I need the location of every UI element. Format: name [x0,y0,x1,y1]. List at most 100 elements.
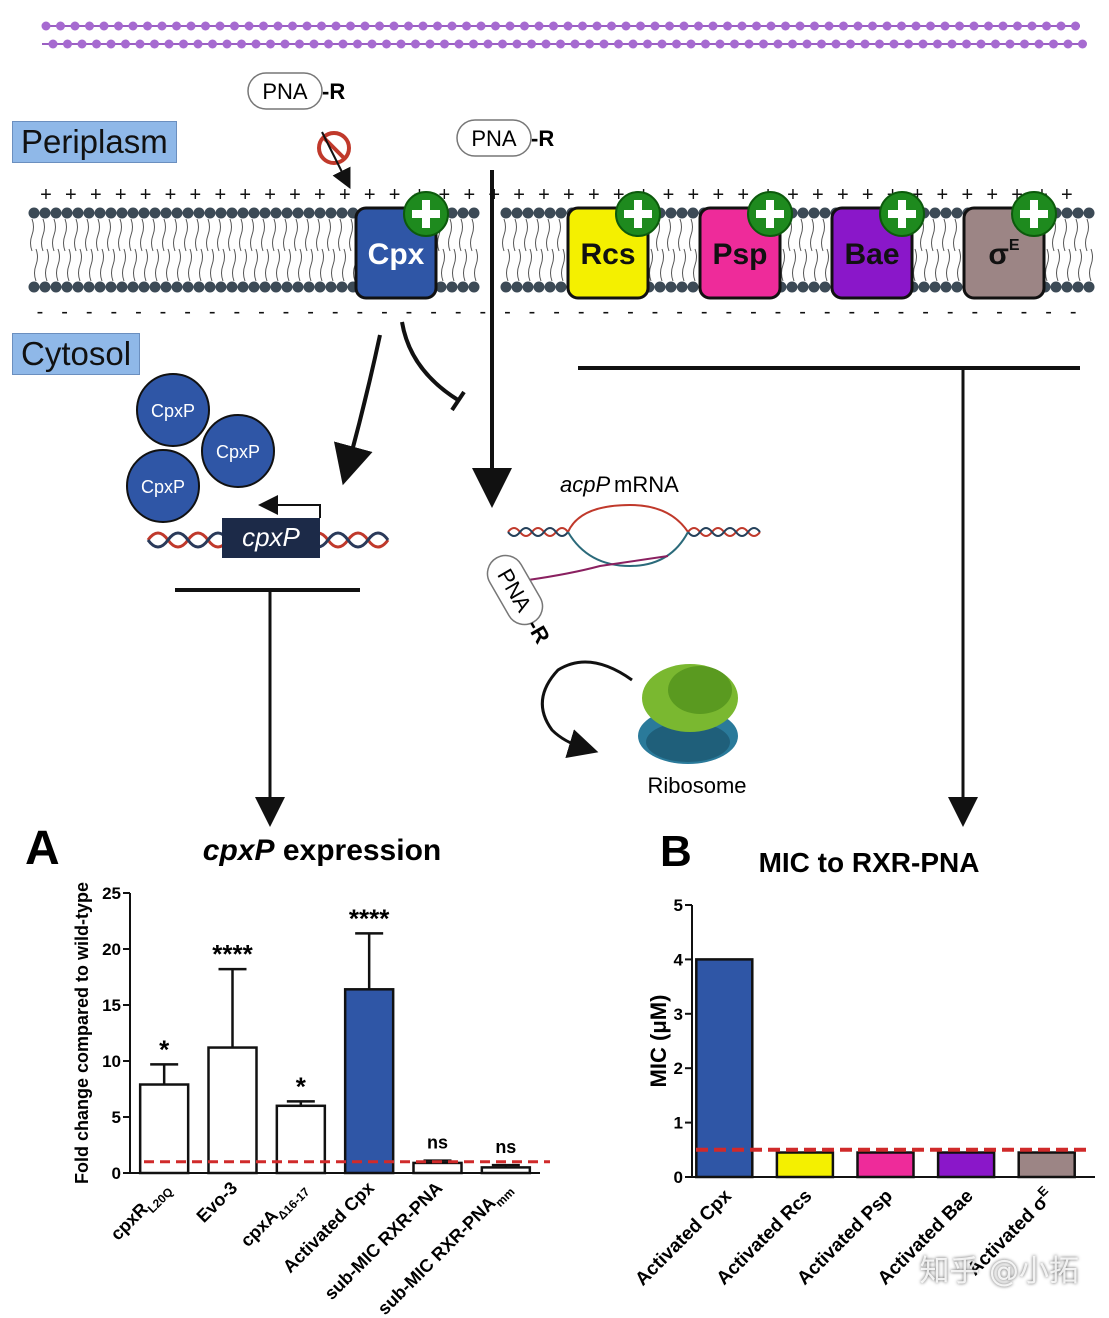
lps-bead [237,39,246,49]
lipid-head [193,281,205,293]
lipid-tail [151,218,155,252]
lipid-head [149,207,161,219]
lps-bead [578,21,587,31]
lipid-head [555,207,567,219]
minus-sign: - [1070,301,1077,323]
lipid-head [654,281,666,293]
pna-label-1: PNA [262,79,308,104]
lipid-head [259,207,271,219]
lps-bead [389,21,399,31]
lipid-head [215,207,227,219]
lipid-tail [502,218,506,252]
plus-sign: + [986,184,998,206]
lipid-tail [162,218,166,252]
lipid-head [314,281,326,293]
minus-sign: - [898,301,905,323]
lps-bead [1078,39,1087,49]
lps-bead [433,21,442,31]
lps-bead [795,21,805,31]
plus-sign: + [389,184,401,206]
y-tick-label: 2 [674,1059,683,1078]
bar [480,1166,532,1175]
lipid-tail [942,218,946,252]
lipid-tail [287,248,291,282]
plus-sign: + [190,184,202,206]
lipid-tail [550,248,554,282]
lipid-tail [671,248,675,282]
lipid-tail [89,248,93,282]
lipid-head [1083,281,1095,293]
minus-sign: - [1045,301,1052,323]
minus-sign: - [110,301,117,323]
lps-bead [462,21,471,31]
plus-badge-h [624,210,652,218]
lps-bead [831,39,841,49]
x-tick-label: sub-MIC RXR-PNAmm [374,1178,518,1318]
minus-sign: - [209,301,216,323]
significance-label: * [296,1071,307,1101]
lipid-tail [118,218,122,252]
lipid-head [105,207,117,219]
lipid-tail [1067,248,1071,282]
plus-badge-h [1020,210,1048,218]
lipid-tail [649,248,653,282]
bar [856,1151,915,1179]
lipid-tail [206,218,210,252]
lps-bead [650,21,660,31]
lps-bead [128,21,138,31]
lps-bead [904,39,913,49]
lipid-head [28,281,40,293]
lipid-tail [953,218,957,252]
minus-sign: - [332,301,339,323]
lps-bead [172,21,181,31]
bar [343,988,395,1175]
lipid-tail [957,248,961,282]
lps-bead [193,39,203,49]
lipid-tail [331,248,335,282]
lps-bead [346,21,355,31]
lps-bead [106,39,116,49]
lipid-head [533,281,545,293]
lps-bead [411,39,420,49]
lipid-head [303,207,315,219]
lps-bead [1071,21,1080,31]
lipid-head [171,281,183,293]
lipid-head [182,281,194,293]
minus-sign: - [701,301,708,323]
lps-bead [77,39,87,49]
lps-bead [353,39,362,49]
lps-bead [382,39,391,49]
plus-badge-h [412,210,440,218]
plus-sign: + [439,184,451,206]
lps-bead [63,39,72,49]
lps-bead [135,39,145,49]
lps-bead [70,21,80,31]
lipid-tail [506,248,510,282]
lps-bead [788,39,797,49]
y-tick-label: 20 [102,940,121,959]
lipid-tail [272,218,276,252]
bar [412,1161,463,1175]
lipid-head [940,281,952,293]
lipid-head [116,281,128,293]
inhibition-bar [450,390,466,412]
lipid-tail [788,218,792,252]
lipid-tail [254,248,258,282]
lps-bead [824,21,834,31]
lps-bead [469,39,478,49]
minus-sign: - [725,301,732,323]
sensor-label: Rcs [580,238,635,271]
lps-bead [1049,39,1058,49]
sensor-label: Cpx [368,238,425,271]
lps-bead [143,21,152,31]
lipid-tail [144,248,148,282]
y-tick-label: 15 [102,996,121,1015]
lps-bead [730,39,739,49]
lps-bead [781,21,790,31]
cytosol-label: Cytosol [12,333,141,375]
lipid-tail [513,218,517,252]
lipid-tail [792,248,796,282]
lps-bead [150,39,159,49]
lipid-head [687,207,699,219]
